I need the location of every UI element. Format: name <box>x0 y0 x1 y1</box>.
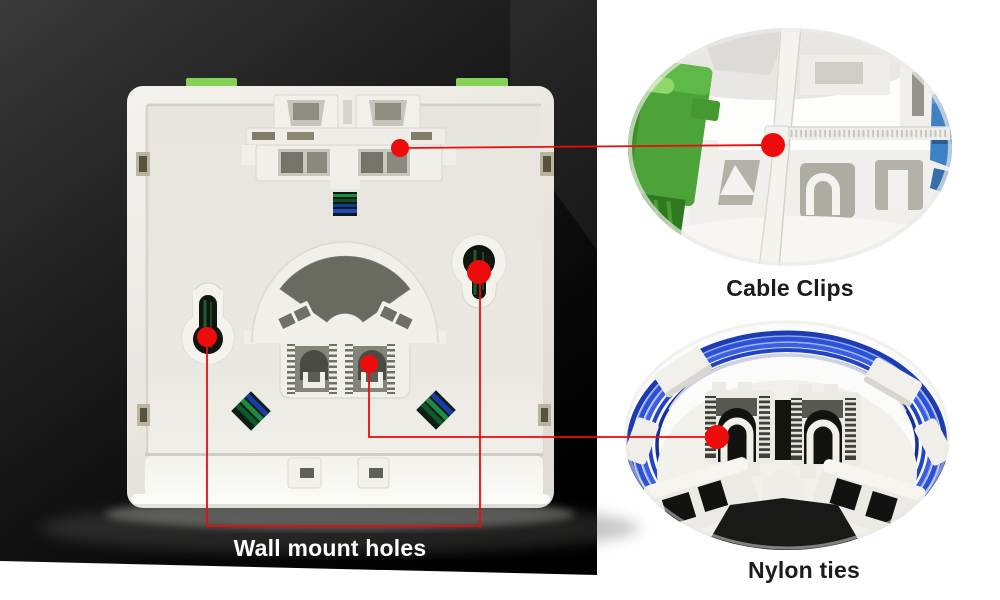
annotation-dot-mount-right <box>467 260 491 284</box>
annotation-line-cable-clips <box>399 144 774 149</box>
tie-slot-left <box>287 344 337 394</box>
nylon-ties-label: Nylon ties <box>748 557 860 583</box>
annotations <box>197 133 785 527</box>
nylon-tie-block-left <box>705 382 775 464</box>
annotation-dot-tie-target <box>705 425 729 449</box>
coil-retaining-tabs <box>624 347 950 466</box>
cable-clips-inset <box>628 28 952 266</box>
bottom-exit-notches <box>287 457 390 489</box>
annotation-dot-clip-target <box>761 133 785 157</box>
nylon-ties-inset <box>624 320 950 550</box>
wall-mount-holes-label: Wall mount holes <box>233 535 427 561</box>
annotation-line-wall-mount <box>206 273 481 527</box>
fan-cutout <box>279 256 411 323</box>
main-photo <box>0 0 640 575</box>
nylon-tie-block-right <box>791 384 861 466</box>
faceplate-rear <box>127 78 554 508</box>
annotation-dot-clip-source <box>391 139 409 157</box>
center-dome <box>244 241 446 399</box>
wall-mount-keyhole-left <box>181 282 235 365</box>
annotation-dot-mount-left <box>197 327 217 347</box>
side-clip-slots <box>136 152 554 426</box>
fiber-window-top <box>333 192 357 216</box>
annotation-dot-tie-source <box>360 355 378 373</box>
cable-clips-label: Cable Clips <box>726 275 854 301</box>
annotation-line-nylon-ties <box>368 364 717 438</box>
